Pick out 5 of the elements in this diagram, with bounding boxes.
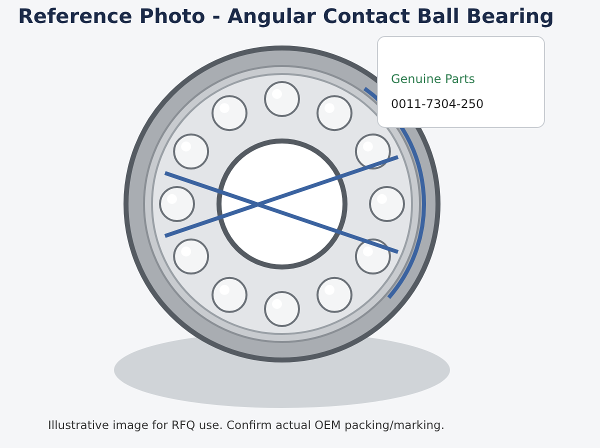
part-number: 0011-7304-250 [391, 97, 484, 111]
label-text: Genuine Parts [391, 72, 475, 86]
caption-text: Illustrative image for RFQ use. Confirm actual OEM packing/marking. [48, 418, 445, 432]
info-card [377, 36, 545, 128]
page-title: Reference Photo - Angular Contact Ball Bearing [18, 4, 554, 28]
